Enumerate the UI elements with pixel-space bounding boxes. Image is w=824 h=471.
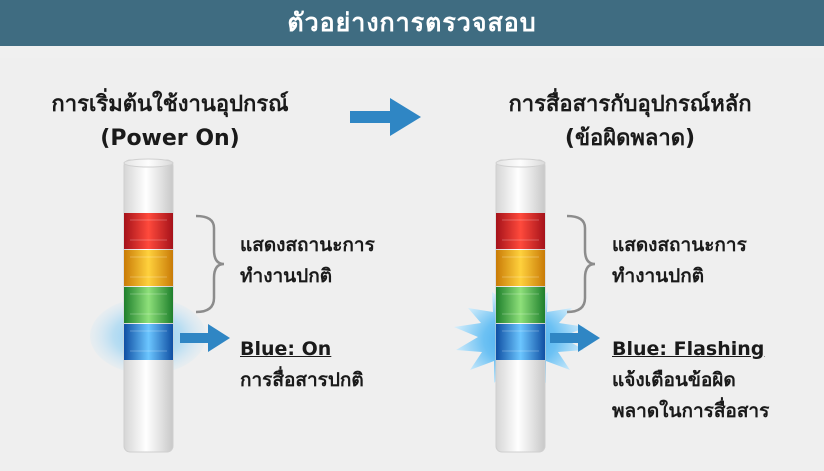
right-title-line2: (ข้อผิดพลาด) xyxy=(564,126,696,151)
left-title-line1: การเริ่มต้นใช้งานอุปกรณ์ xyxy=(51,92,289,117)
left-signal-tower xyxy=(90,158,206,453)
right-status-label: แสดงสถานะการ ทำงานปกติ xyxy=(612,230,747,292)
right-blue-lamp xyxy=(496,324,545,360)
right-panel-title: การสื่อสารกับอุปกรณ์หลัก (ข้อผิดพลาด) xyxy=(430,88,824,156)
right-blue-label: Blue: Flashing แจ้งเตือนข้อผิด พลาดในการ… xyxy=(612,334,769,427)
left-blue-desc: การสื่อสารปกติ xyxy=(240,369,364,391)
right-status-line1: แสดงสถานะการ xyxy=(612,234,747,256)
left-panel-title: การเริ่มต้นใช้งานอุปกรณ์ (Power On) xyxy=(10,88,330,156)
right-status-brace xyxy=(566,214,596,314)
left-status-brace xyxy=(195,214,225,314)
left-blue-arrow-icon xyxy=(180,324,230,352)
right-blue-mode: Blue: Flashing xyxy=(612,338,765,360)
left-amber-lamp xyxy=(124,250,173,286)
left-title-line2: (Power On) xyxy=(100,126,240,151)
left-blue-lamp xyxy=(124,324,173,360)
right-blue-desc-line2: พลาดในการสื่อสาร xyxy=(612,400,770,422)
left-blue-mode: Blue: On xyxy=(240,338,332,360)
header-title: ตัวอย่างการตรวจสอบ xyxy=(287,8,537,37)
right-blue-desc-line1: แจ้งเตือนข้อผิด xyxy=(612,369,736,391)
left-blue-label: Blue: On การสื่อสารปกติ xyxy=(240,334,364,396)
left-status-label: แสดงสถานะการ ทำงานปกติ xyxy=(240,230,375,292)
left-red-lamp xyxy=(124,213,173,249)
page-header: ตัวอย่างการตรวจสอบ xyxy=(0,0,824,46)
right-green-lamp xyxy=(496,287,545,323)
right-amber-lamp xyxy=(496,250,545,286)
right-title-line1: การสื่อสารกับอุปกรณ์หลัก xyxy=(508,92,752,117)
right-status-line2: ทำงานปกติ xyxy=(612,265,705,287)
right-blue-arrow-icon xyxy=(550,324,600,352)
left-green-lamp xyxy=(124,287,173,323)
left-status-line2: ทำงานปกติ xyxy=(240,265,333,287)
right-red-lamp xyxy=(496,213,545,249)
right-signal-tower xyxy=(454,158,586,453)
transition-arrow-icon xyxy=(350,98,421,136)
left-status-line1: แสดงสถานะการ xyxy=(240,234,375,256)
